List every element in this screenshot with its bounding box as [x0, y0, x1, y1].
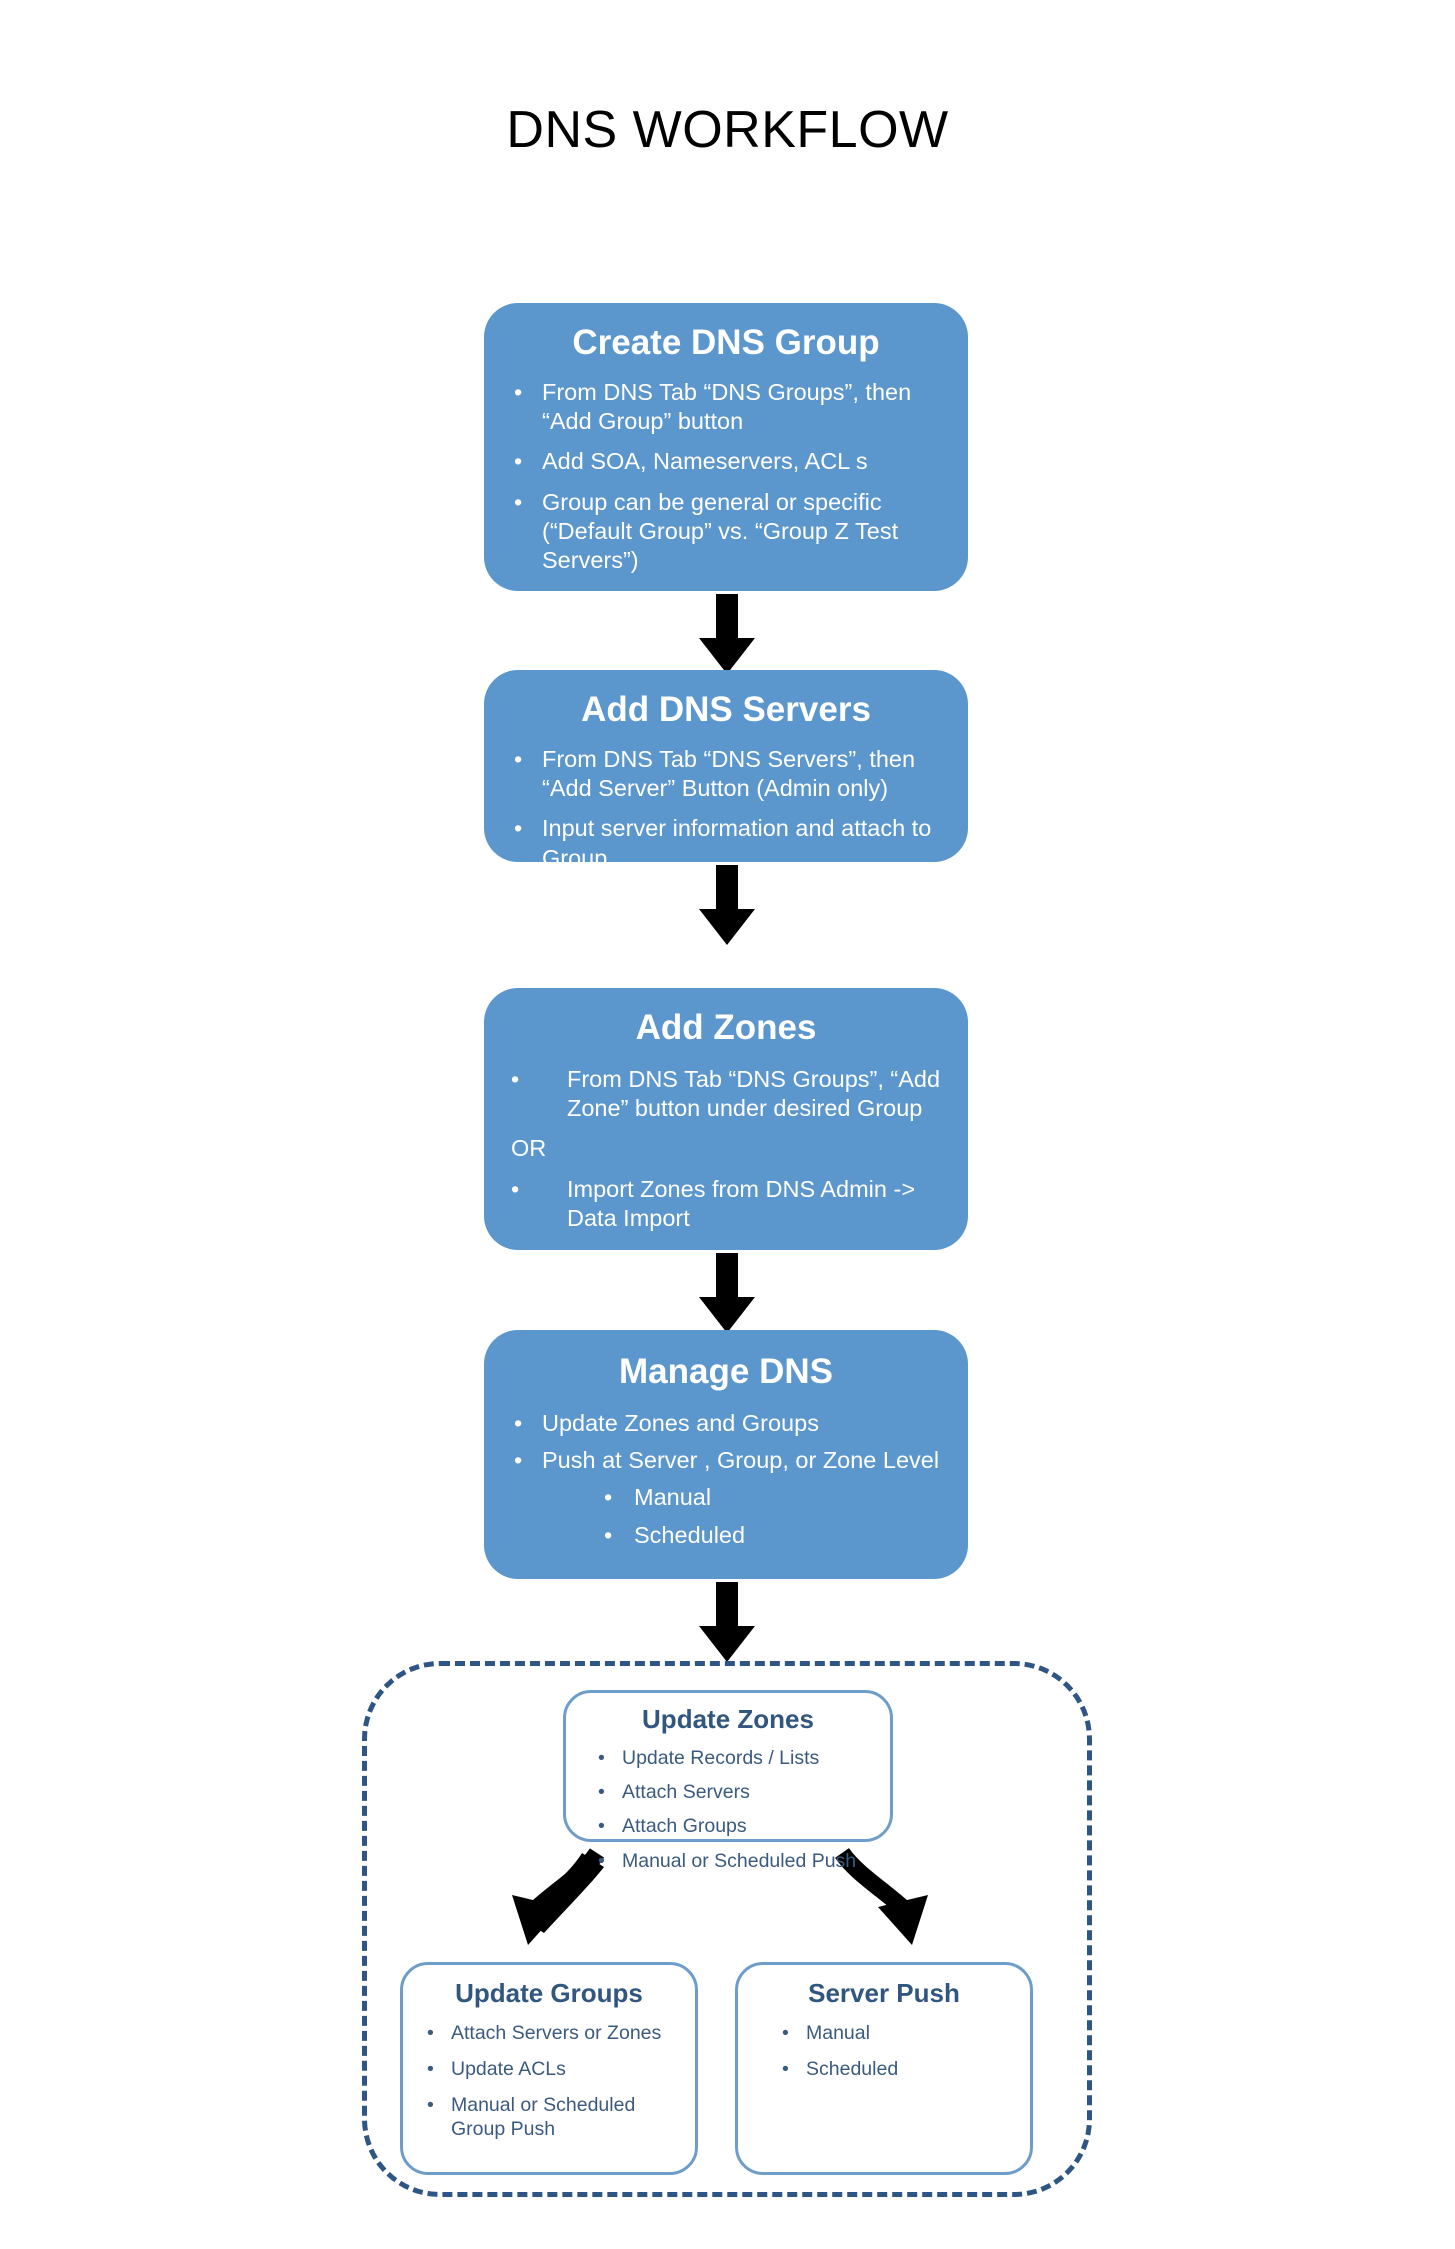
- detail-box-update-zones: Update Zones • Update Records / Lists • …: [563, 1690, 893, 1872]
- detail-box-update-groups: Update Groups • Attach Servers or Zones …: [400, 1962, 698, 2175]
- list-item-sub: • Manual: [604, 1483, 958, 1512]
- bullet-icon: •: [514, 815, 523, 842]
- step-box-create-dns-group: Create DNS Group • From DNS Tab “DNS Gro…: [484, 303, 968, 591]
- arrow-head: [699, 1297, 755, 1333]
- arrow-shaft: [716, 594, 738, 638]
- arrow-shaft: [716, 1582, 738, 1626]
- step-body-add-zones: • From DNS Tab “DNS Groups”, “Add Zone” …: [484, 1065, 968, 1233]
- step-title-add-dns-servers: Add DNS Servers: [581, 690, 871, 729]
- bullet-text: Input server information and attach to G…: [542, 815, 932, 871]
- bullet-text: From DNS Tab “DNS Servers”, then “Add Se…: [542, 746, 916, 802]
- flow-arrow-down-icon: [699, 1582, 755, 1662]
- list-item: • Update ACLs: [427, 2058, 683, 2081]
- bullet-icon: •: [598, 1849, 605, 1872]
- bullet-text: Scheduled: [634, 1521, 746, 1548]
- bullet-icon: •: [427, 2057, 434, 2080]
- bullet-icon: •: [511, 1066, 520, 1093]
- bullet-icon: •: [514, 488, 523, 515]
- bullet-icon: •: [514, 1410, 523, 1437]
- step-bullet-list-add-zones-before-or: • From DNS Tab “DNS Groups”, “Add Zone” …: [511, 1065, 946, 1123]
- arrow-head: [699, 638, 755, 674]
- arrow-shaft: [716, 865, 738, 909]
- detail-title-update-zones: Update Zones: [642, 1704, 814, 1734]
- list-item: • Update Zones and Groups: [514, 1409, 958, 1438]
- bullet-text: Push at Server , Group, or Zone Level: [542, 1447, 940, 1474]
- step-title-manage-dns: Manage DNS: [619, 1352, 833, 1391]
- step-box-add-dns-servers: Add DNS Servers • From DNS Tab “DNS Serv…: [484, 670, 968, 871]
- list-item: • Manual or Scheduled Push: [598, 1850, 890, 1873]
- arrow-shaft: [716, 1253, 738, 1297]
- bullet-icon: •: [782, 2057, 789, 2080]
- detail-title-server-push: Server Push: [808, 1978, 960, 2008]
- bullet-text: Attach Groups: [622, 1815, 747, 1838]
- bullet-icon: •: [598, 1815, 605, 1838]
- list-item: • Push at Server , Group, or Zone Level: [514, 1446, 958, 1475]
- list-item: • Attach Servers: [598, 1781, 890, 1804]
- detail-group-dashed-container: [362, 1661, 1092, 2197]
- list-item: • Scheduled: [782, 2058, 1030, 2081]
- list-item: • From DNS Tab “DNS Servers”, then “Add …: [514, 745, 950, 803]
- bullet-text: Manual or Scheduled Group Push: [451, 2094, 636, 2140]
- bullet-text: From DNS Tab “DNS Groups”, “Add Zone” bu…: [567, 1066, 941, 1122]
- list-item: • From DNS Tab “DNS Groups”, “Add Zone” …: [511, 1065, 946, 1123]
- bullet-icon: •: [514, 1447, 523, 1474]
- detail-title-update-groups: Update Groups: [455, 1978, 643, 2008]
- step-bullet-list-add-dns-servers: • From DNS Tab “DNS Servers”, then “Add …: [484, 745, 968, 873]
- or-separator-label: OR: [511, 1135, 547, 1162]
- bullet-text: Import Zones from DNS Admin -> Data Impo…: [567, 1175, 916, 1231]
- bullet-icon: •: [598, 1780, 605, 1803]
- bullet-text: Update Records / Lists: [622, 1746, 820, 1769]
- list-item: • From DNS Tab “DNS Groups”, then “Add G…: [514, 378, 944, 436]
- bullet-text: Update ACLs: [451, 2057, 566, 2080]
- bullet-icon: •: [604, 1484, 613, 1511]
- step-title-create-dns-group: Create DNS Group: [572, 323, 880, 362]
- step-box-manage-dns: Manage DNS • Update Zones and Groups • P…: [484, 1330, 968, 1579]
- step-box-add-zones: Add Zones • From DNS Tab “DNS Groups”, “…: [484, 988, 968, 1250]
- list-item: • Attach Groups: [598, 1815, 890, 1838]
- bullet-text: Manual: [634, 1484, 712, 1511]
- step-title-add-zones: Add Zones: [635, 1008, 817, 1047]
- arrow-head: [699, 909, 755, 945]
- flow-arrow-down-icon: [699, 1253, 755, 1333]
- list-item: • Update Records / Lists: [598, 1747, 890, 1770]
- list-item: • Input server information and attach to…: [514, 814, 950, 872]
- bullet-text: Update Zones and Groups: [542, 1410, 819, 1437]
- list-item-sub: • Scheduled: [604, 1521, 958, 1550]
- list-item: • Manual: [782, 2022, 1030, 2045]
- bullet-icon: •: [514, 746, 523, 773]
- step-bullet-list-manage-dns: • Update Zones and Groups • Push at Serv…: [484, 1409, 968, 1550]
- bullet-text: Attach Servers: [622, 1780, 750, 1803]
- bullet-icon: •: [427, 2094, 434, 2117]
- detail-bullet-list-update-groups: • Attach Servers or Zones • Update ACLs …: [403, 2022, 695, 2142]
- list-item: • Add SOA, Nameservers, ACL s: [514, 447, 944, 476]
- bullet-text: Group can be general or specific (“Defau…: [542, 488, 899, 573]
- list-item: • Manual or Scheduled Group Push: [427, 2094, 683, 2141]
- flow-arrow-down-icon: [699, 865, 755, 945]
- bullet-text: Manual: [806, 2021, 870, 2044]
- bullet-icon: •: [782, 2021, 789, 2044]
- detail-bullet-list-server-push: • Manual • Scheduled: [738, 2022, 1030, 2082]
- list-item: • Attach Servers or Zones: [427, 2022, 683, 2045]
- bullet-text: Manual or Scheduled Push: [622, 1849, 857, 1872]
- detail-box-server-push: Server Push • Manual • Scheduled: [735, 1962, 1033, 2175]
- bullet-text: Scheduled: [806, 2057, 899, 2080]
- page-title: DNS WORKFLOW: [506, 101, 949, 159]
- bullet-text: Add SOA, Nameservers, ACL s: [542, 448, 868, 475]
- bullet-icon: •: [514, 379, 523, 406]
- bullet-icon: •: [511, 1175, 520, 1202]
- bullet-icon: •: [427, 2021, 434, 2044]
- detail-bullet-list-update-zones: • Update Records / Lists • Attach Server…: [566, 1747, 890, 1874]
- list-item: • Import Zones from DNS Admin -> Data Im…: [511, 1175, 946, 1233]
- arrow-head: [699, 1626, 755, 1662]
- bullet-icon: •: [604, 1521, 613, 1548]
- list-item: • Group can be general or specific (“Def…: [514, 488, 944, 575]
- step-bullet-list-create-dns-group: • From DNS Tab “DNS Groups”, then “Add G…: [484, 378, 968, 575]
- bullet-icon: •: [598, 1746, 605, 1769]
- step-bullet-list-add-zones-after-or: • Import Zones from DNS Admin -> Data Im…: [511, 1175, 946, 1233]
- bullet-text: Attach Servers or Zones: [451, 2021, 662, 2044]
- bullet-icon: •: [514, 448, 523, 475]
- flow-arrow-down-icon: [699, 594, 755, 674]
- bullet-text: From DNS Tab “DNS Groups”, then “Add Gro…: [542, 379, 912, 435]
